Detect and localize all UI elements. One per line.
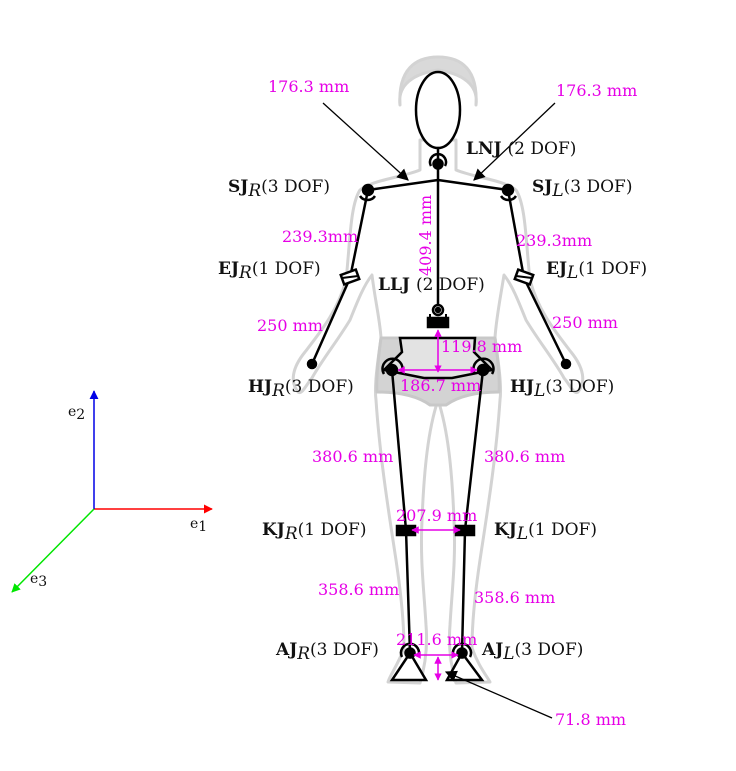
axis-e2-label: e2 — [68, 404, 85, 423]
dim-thigh-r: 380.6 mm — [312, 447, 393, 466]
dim-forearm-l: 250 mm — [552, 313, 618, 332]
dim-shoulder-r: 176.3 mm — [268, 77, 349, 96]
label-aj-r: AJR(3 DOF) — [275, 640, 379, 664]
axis-e3 — [11, 508, 95, 593]
label-kj-l: KJL(1 DOF) — [494, 520, 597, 544]
dim-shank-r: 358.6 mm — [318, 580, 399, 599]
label-hj-r: HJR(3 DOF) — [248, 377, 354, 401]
label-ej-r: EJR(1 DOF) — [218, 259, 321, 283]
dim-ankle-width: 211.6 mm — [396, 630, 477, 649]
magenta-dimension-arrows — [397, 329, 478, 681]
leader-foot-height — [444, 670, 553, 719]
dim-shank-l: 358.6 mm — [474, 588, 555, 607]
foot-right — [389, 650, 429, 682]
axis-e1-label: e1 — [190, 516, 207, 535]
coordinate-frame: e1 e2 e3 — [11, 390, 213, 593]
dim-hip-width: 186.7 mm — [400, 376, 481, 395]
label-kj-r: KJR(1 DOF) — [262, 520, 367, 544]
dim-trunk: 409.4 mm — [416, 195, 435, 276]
dim-thigh-l: 380.6 mm — [484, 447, 565, 466]
leader-shoulder-right — [322, 102, 409, 181]
shoulder-leaders — [322, 102, 556, 719]
label-llj: LLJ(2 DOF) — [378, 275, 485, 295]
dim-knee-width: 207.9 mm — [396, 506, 477, 525]
dim-upper-arm-l: 239.3mm — [516, 231, 592, 250]
joint-symbols — [306, 152, 572, 659]
label-aj-l: AJL(3 DOF) — [481, 640, 583, 664]
dim-shoulder-l: 176.3 mm — [556, 81, 637, 100]
label-lnj: LNJ(2 DOF) — [466, 139, 576, 159]
label-ej-l: EJL(1 DOF) — [546, 259, 647, 283]
dim-forearm-r: 250 mm — [257, 316, 323, 335]
label-sj-r: SJR(3 DOF) — [228, 177, 330, 201]
label-sj-l: SJL(3 DOF) — [532, 177, 632, 201]
dim-foot-height: 71.8 mm — [555, 710, 626, 729]
joint-labels: LNJ(2 DOF) SJR(3 DOF) SJL(3 DOF) EJR(1 D… — [218, 139, 647, 664]
label-hj-l: HJL(3 DOF) — [510, 377, 614, 401]
leader-shoulder-left — [473, 102, 556, 181]
head-outline — [414, 70, 462, 150]
axis-e3-label: e3 — [30, 571, 47, 590]
dim-upper-arm-r: 239.3mm — [282, 227, 358, 246]
dim-pelvis-height: 119.8 mm — [441, 337, 522, 356]
dimension-labels: 176.3 mm 176.3 mm 409.4 mm 239.3mm 239.3… — [257, 77, 637, 729]
